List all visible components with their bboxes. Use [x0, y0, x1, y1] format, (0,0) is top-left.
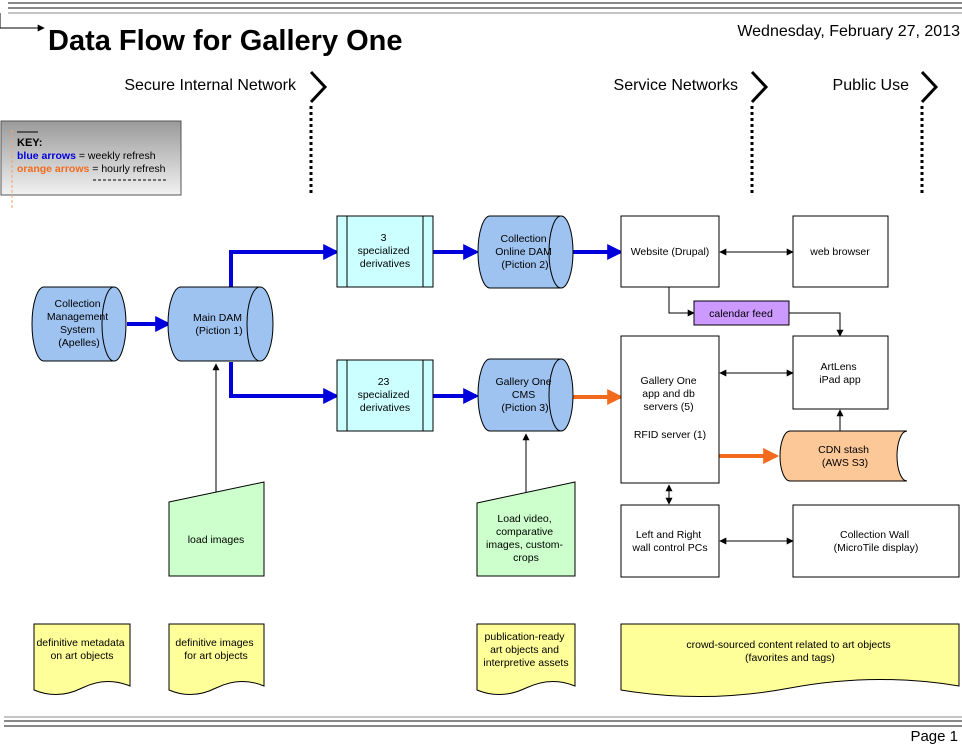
legend-key: KEY: blue arrows = weekly refresh orange… [0, 120, 182, 210]
node-label: web browser [809, 246, 870, 258]
legend-blue: blue arrows = weekly refresh [17, 150, 156, 162]
node-label: Website (Drupal) [631, 246, 710, 258]
zone-boundary-public [920, 70, 939, 195]
node-label: Load video, comparative images, custom- … [486, 513, 566, 564]
header-rule [0, 2, 962, 32]
doc-definitive-images: definitive images for art objects [168, 623, 265, 695]
node-label: calendar feed [709, 308, 773, 320]
node-collection-wall: Collection Wall (MicroTile display) [792, 504, 960, 578]
zone-boundary-secure [309, 70, 328, 195]
node-label: Collection Online DAM (Piction 2) [495, 233, 555, 271]
doc-publication-ready: publication-ready art objects and interp… [476, 623, 576, 695]
node-main-dam: Main DAM (Piction 1) [167, 286, 274, 362]
node-label: load images [188, 534, 245, 546]
node-label: 3 specialized derivatives [358, 232, 413, 270]
node-3-derivatives: 3 specialized derivatives [336, 215, 434, 288]
page-date: Wednesday, February 27, 2013 [737, 23, 960, 40]
legend-orange: orange arrows = hourly refresh [17, 163, 166, 175]
node-label: Collection Management System (Apelles) [47, 298, 111, 349]
node-gallery-one-servers: Gallery One app and db servers (5) RFID … [620, 335, 720, 484]
node-artlens-ipad-app: ArtLens iPad app [792, 335, 889, 410]
node-web-browser: web browser [792, 215, 889, 288]
doc-label: crowd-sourced content related to art obj… [686, 639, 893, 664]
node-label: Main DAM (Piction 1) [193, 312, 245, 337]
node-wall-control-pcs: Left and Right wall control PCs [620, 504, 720, 578]
flow-maindam-to-deriv23 [229, 362, 340, 404]
page-number: Page 1 [910, 728, 958, 745]
footer-rule [4, 716, 962, 727]
node-label: Gallery One CMS (Piction 3) [496, 376, 555, 414]
doc-label: definitive images for art objects [175, 637, 256, 662]
node-label: Left and Right wall control PCs [631, 529, 707, 554]
doc-definitive-metadata: definitive metadata on art objects [33, 623, 131, 695]
doc-label: definitive metadata on art objects [36, 637, 127, 662]
page-title: Data Flow for Gallery One [48, 25, 403, 57]
node-label: ArtLens iPad app [819, 361, 861, 386]
zone-label-public: Public Use [833, 77, 910, 94]
zone-label-service: Service Networks [614, 77, 738, 94]
node-website-drupal: Website (Drupal) [620, 215, 720, 288]
link-website-calendar [668, 287, 695, 317]
flow-maindam-to-deriv3 [229, 244, 340, 290]
node-load-images: load images [168, 481, 265, 577]
node-label: 23 specialized derivatives [358, 376, 413, 414]
node-23-derivatives: 23 specialized derivatives [336, 359, 434, 432]
node-label: Collection Wall (MicroTile display) [834, 529, 919, 554]
zone-boundary-service [750, 70, 769, 195]
node-load-video: Load video, comparative images, custom- … [476, 481, 576, 577]
legend-heading: KEY: [17, 137, 42, 149]
node-calendar-feed: calendar feed [693, 300, 790, 326]
doc-label: publication-ready art objects and interp… [483, 631, 568, 669]
zone-label-secure: Secure Internal Network [124, 77, 297, 94]
node-collection-management-system: Collection Management System (Apelles) [31, 286, 127, 362]
node-label: CDN stash (AWS S3) [818, 444, 872, 469]
doc-crowd-sourced: crowd-sourced content related to art obj… [620, 623, 960, 697]
node-label: Gallery One app and db servers (5) RFID … [634, 375, 706, 441]
link-calendar-artlens [789, 312, 844, 337]
node-collection-online-dam: Collection Online DAM (Piction 2) [477, 215, 574, 289]
node-cdn-stash: CDN stash (AWS S3) [779, 430, 908, 482]
node-gallery-one-cms: Gallery One CMS (Piction 3) [477, 358, 574, 432]
